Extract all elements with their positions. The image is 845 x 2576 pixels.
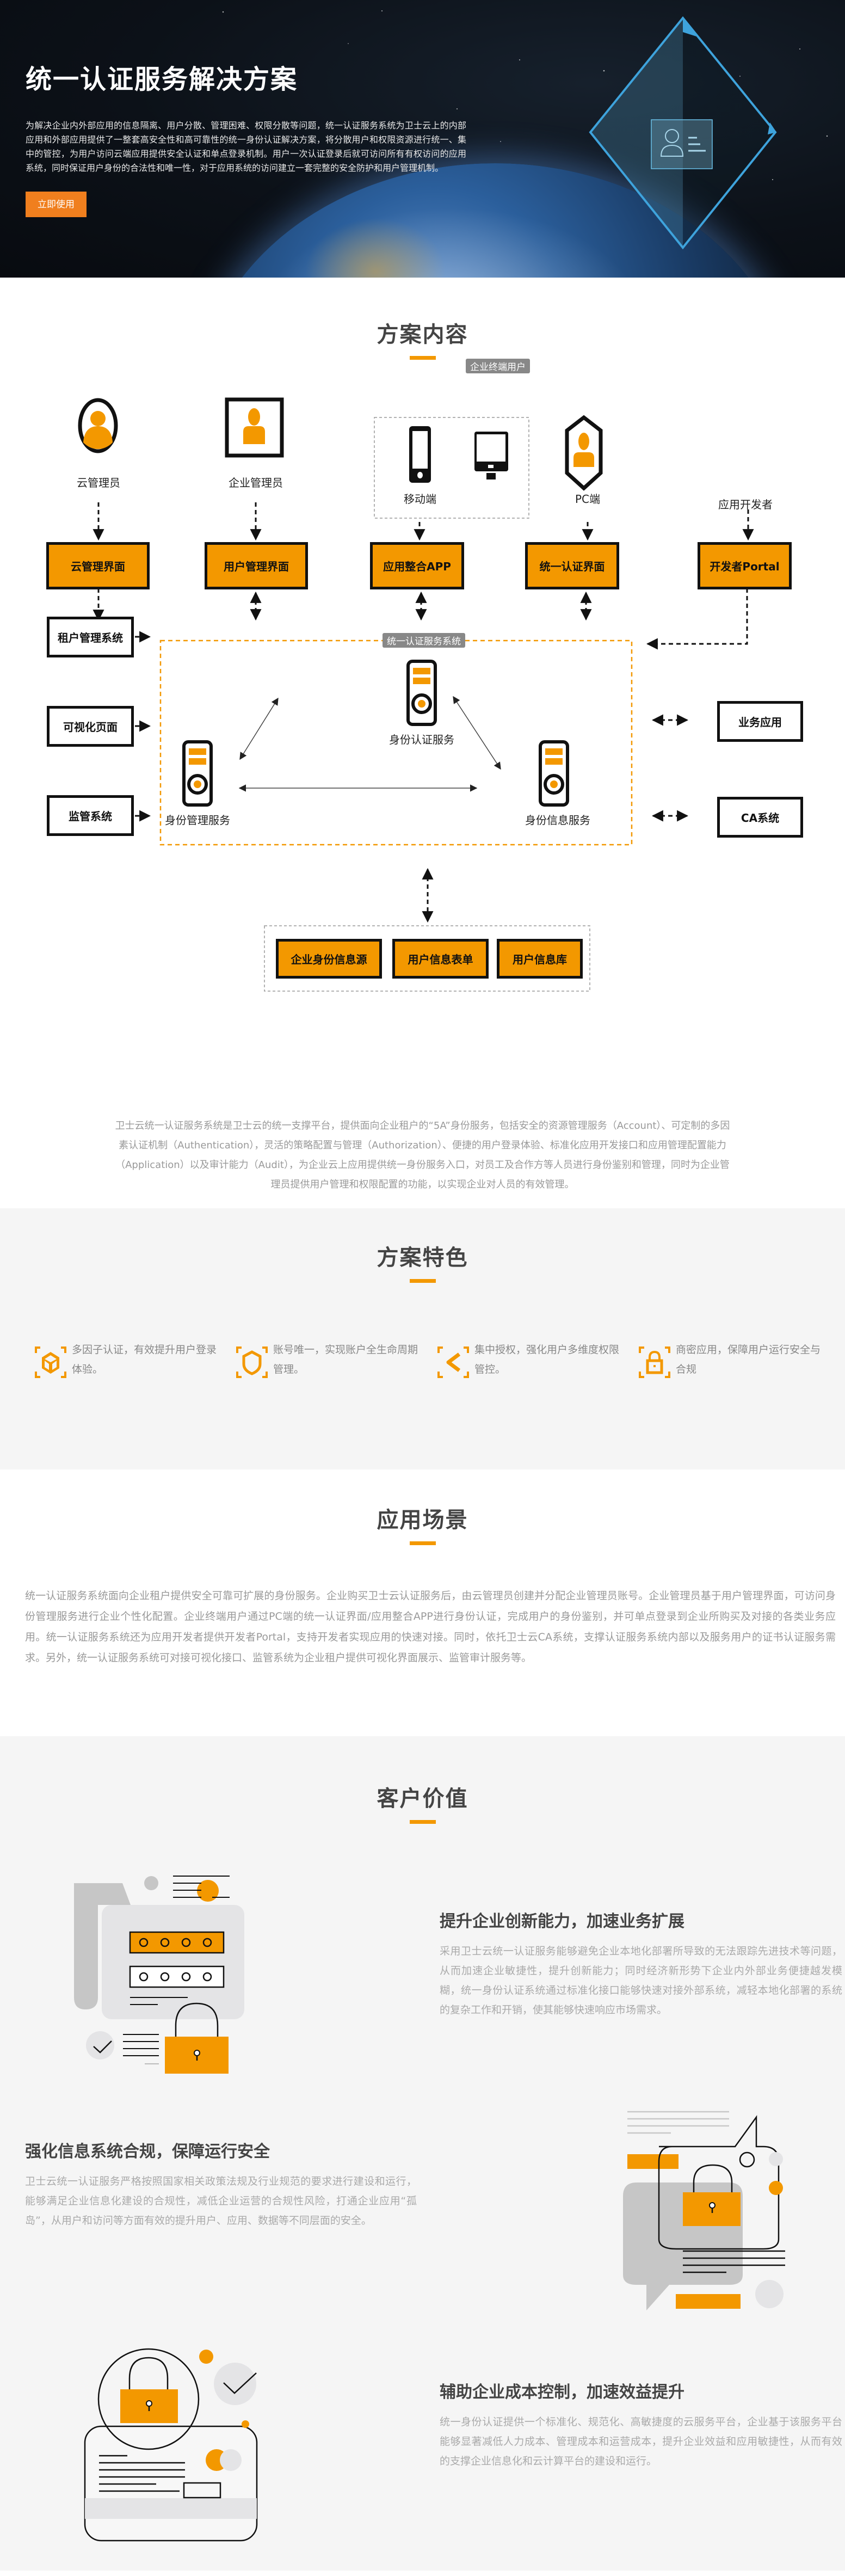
section-title: 方案内容: [377, 322, 468, 347]
password-form-lock-illustration: [74, 1876, 244, 2074]
value-title: 辅助企业成本控制，加速效益提升: [440, 2383, 684, 2402]
feature-text: 集中授权，强化用户多维度权限管控。: [474, 1344, 620, 1375]
value-title: 强化信息系统合规，保障运行安全: [25, 2142, 270, 2161]
terminal-users-group-label: 企业终端用户: [466, 359, 530, 373]
share-nodes-icon: [437, 1347, 469, 1378]
actor-mobile: 移动端: [404, 493, 436, 506]
node-ca-system: CA系统: [717, 797, 803, 838]
scenario-description: 统一认证服务系统面向企业租户提供安全可靠可扩展的身份服务。企业购买卫士云认证服务…: [25, 1590, 836, 1664]
user-circle-icon: [78, 398, 118, 453]
node-user-admin-ui: 用户管理界面: [205, 542, 308, 589]
earth-land-glow: [305, 218, 446, 278]
node-cloud-admin-ui: 云管理界面: [46, 542, 150, 589]
value-title: 提升企业创新能力，加速业务扩展: [440, 1912, 684, 1931]
hero-description: 为解决企业内外部应用的信息隔离、用户分散、管理困难、权限分散等问题，统一认证服务…: [26, 120, 466, 173]
section-title: 方案特色: [377, 1245, 468, 1270]
cube-icon: [35, 1347, 66, 1378]
section-title: 客户价值: [377, 1786, 468, 1811]
value-description: 统一身份认证提供一个标准化、规范化、高敏捷度的云服务平台，企业基于该服务平台能够…: [440, 2416, 842, 2467]
value-item-compliance: 强化信息系统合规，保障运行安全 卫士云统一认证服务严格按照国家相关政策法规及行业…: [25, 2138, 417, 2230]
id-card-diamond-icon: [589, 16, 777, 250]
title-underline: [409, 1820, 436, 1824]
core-system-group-label: 统一认证服务系统: [383, 633, 465, 648]
hero-title: 统一认证服务解决方案: [26, 64, 298, 95]
actor-app-developer: 应用开发者: [718, 498, 773, 511]
features-list: 多因子认证，有效提升用户登录体验。 账号唯一，实现账户全生命周期管理。 集中授权…: [33, 1344, 838, 1380]
node-visualization-page: 可视化页面: [47, 706, 134, 747]
service-identity-info: 身份信息服务: [525, 814, 590, 827]
title-underline: [409, 1279, 436, 1283]
hero-banner: 统一认证服务解决方案 为解决企业内外部应用的信息隔离、用户分散、管理困难、权限分…: [0, 0, 845, 278]
architecture-diagram: 企业终端用户 云管理员 企业管理员 移动端 PC端 应用开发者 云管理界面 用户…: [0, 359, 845, 1056]
diagram-connectors: [78, 397, 754, 992]
feature-item: 多因子认证，有效提升用户登录体验。: [33, 1344, 234, 1380]
service-identity-auth: 身份认证服务: [389, 733, 454, 746]
padlock-icon: [639, 1347, 670, 1378]
application-scenarios-section: 应用场景 统一认证服务系统面向企业租户提供安全可靠可扩展的身份服务。企业购买卫士…: [0, 1470, 845, 1736]
value-description: 采用卫士云统一认证服务能够避免企业本地化部署所导致的无法跟踪先进技术等问题，从而…: [440, 1945, 842, 2016]
feature-item: 商密应用，保障用户运行安全与合规: [637, 1344, 838, 1380]
node-business-application: 业务应用: [717, 701, 803, 742]
node-user-info-database: 用户信息库: [497, 939, 583, 979]
feature-text: 多因子认证，有效提升用户登录体验。: [72, 1344, 217, 1375]
start-using-button[interactable]: 立即使用: [26, 191, 87, 217]
title-underline: [409, 356, 436, 360]
desktop-monitor-icon: [474, 432, 508, 479]
value-description: 卫士云统一认证服务严格按照国家相关政策法规及行业规范的要求进行建设和运行，能够满…: [25, 2175, 417, 2227]
server-icon-management: [182, 740, 213, 807]
card-lock-illustration: [84, 2348, 258, 2542]
user-hexagon-icon: [565, 415, 603, 491]
service-identity-management: 身份管理服务: [165, 814, 230, 827]
chat-bubble-lock-illustration: [623, 2111, 785, 2310]
user-frame-icon: [225, 397, 284, 458]
feature-text: 账号唯一，实现账户全生命周期管理。: [273, 1344, 418, 1375]
node-unified-auth-ui: 统一认证界面: [525, 542, 619, 589]
customer-value-section: 客户价值 提升企业创新能力，加速业务扩展 采用卫士云统一认证服务能够避免企业本地…: [0, 1736, 845, 2571]
solution-features-section: 方案特色 多因子认证，有效提升用户登录体验。 账号唯一，实现账户全生命周期管理。: [0, 1208, 845, 1470]
actor-cloud-admin: 云管理员: [77, 476, 120, 489]
node-tenant-management-system: 租户管理系统: [47, 617, 134, 657]
hero-content: 统一认证服务解决方案 为解决企业内外部应用的信息隔离、用户分散、管理困难、权限分…: [26, 64, 466, 217]
mobile-phone-icon: [409, 426, 431, 483]
actor-enterprise-admin: 企业管理员: [229, 476, 283, 489]
shield-icon: [236, 1347, 268, 1378]
section-title: 应用场景: [377, 1508, 468, 1533]
actor-pc: PC端: [575, 493, 601, 506]
solution-content-description: 卫士云统一认证服务系统是卫士云的统一支撑平台，提供面向企业租户的“5A”身份服务…: [115, 1120, 730, 1190]
node-developer-portal: 开发者Portal: [698, 542, 792, 589]
feature-item: 集中授权，强化用户多维度权限管控。: [435, 1344, 637, 1380]
node-integrated-app: 应用整合APP: [370, 542, 464, 589]
value-item-innovation: 提升企业创新能力，加速业务扩展 采用卫士云统一认证服务能够避免企业本地化部署所导…: [440, 1908, 842, 2020]
title-underline: [409, 1541, 436, 1545]
solution-content-section: 方案内容: [0, 278, 845, 1208]
server-icon-info: [539, 740, 569, 807]
node-supervision-system: 监管系统: [47, 795, 134, 836]
node-user-info-form: 用户信息表单: [392, 939, 489, 979]
feature-item: 账号唯一，实现账户全生命周期管理。: [234, 1344, 435, 1380]
value-item-cost-control: 辅助企业成本控制，加速效益提升 统一身份认证提供一个标准化、规范化、高敏捷度的云…: [440, 2378, 842, 2471]
node-enterprise-identity-source: 企业身份信息源: [276, 939, 382, 979]
server-icon-auth: [406, 660, 437, 726]
feature-text: 商密应用，保障用户运行安全与合规: [676, 1344, 821, 1375]
